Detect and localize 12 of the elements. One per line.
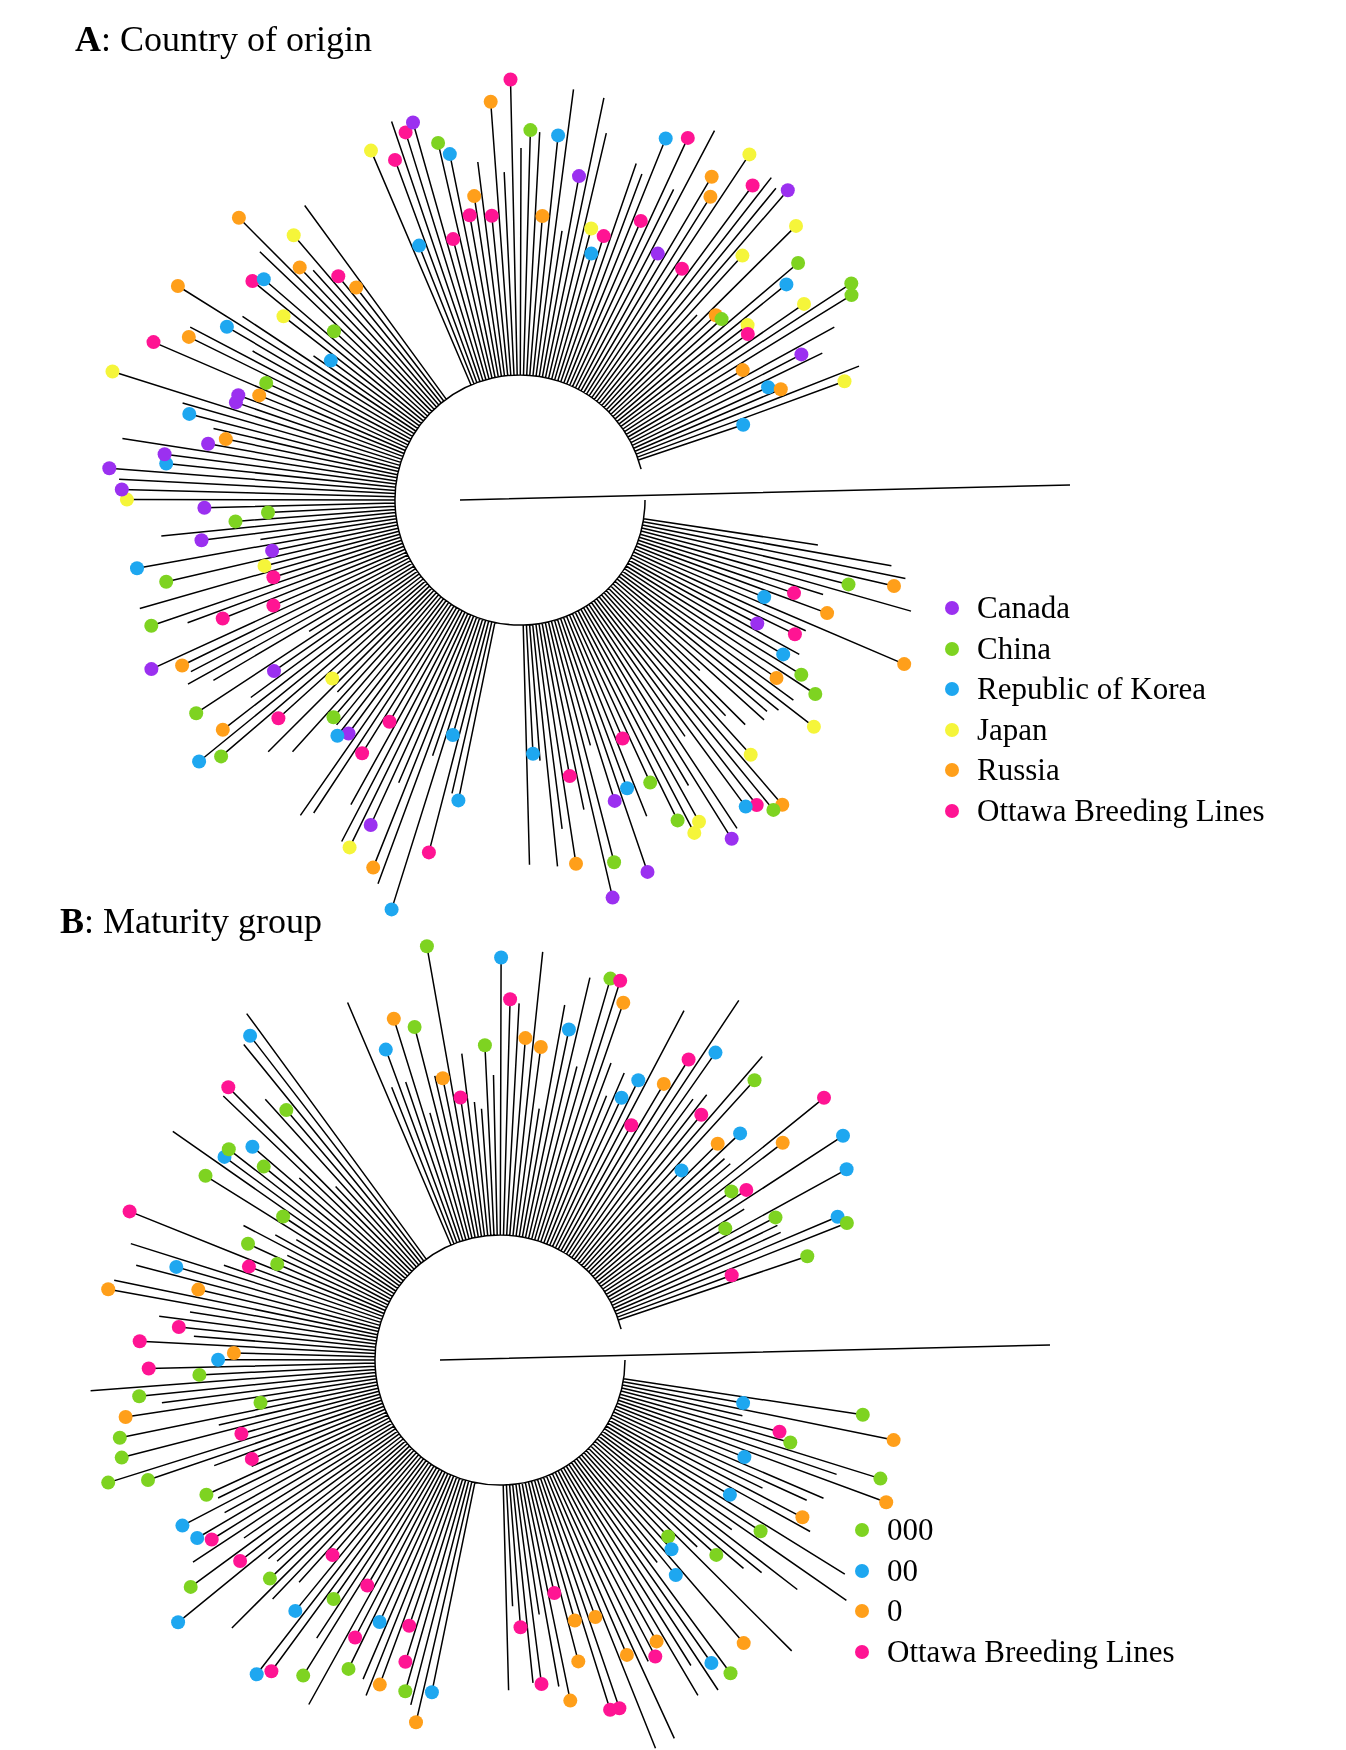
- legend-label: Japan: [977, 711, 1048, 748]
- legend-label: Republic of Korea: [977, 671, 1206, 707]
- panel-title: A: Country of origin: [75, 18, 372, 60]
- legend-label: Ottawa Breeding Lines: [887, 1633, 1175, 1670]
- legend-label: Canada: [977, 590, 1070, 626]
- legend-label: Ottawa Breeding Lines: [977, 792, 1265, 829]
- legend-label: 00: [887, 1552, 918, 1589]
- legend-label: 000: [887, 1512, 934, 1548]
- legend-label: 0: [887, 1593, 903, 1629]
- legend-label: Russia: [977, 752, 1060, 788]
- legend-label: China: [977, 630, 1052, 667]
- panel-title: B: Maturity group: [60, 900, 322, 942]
